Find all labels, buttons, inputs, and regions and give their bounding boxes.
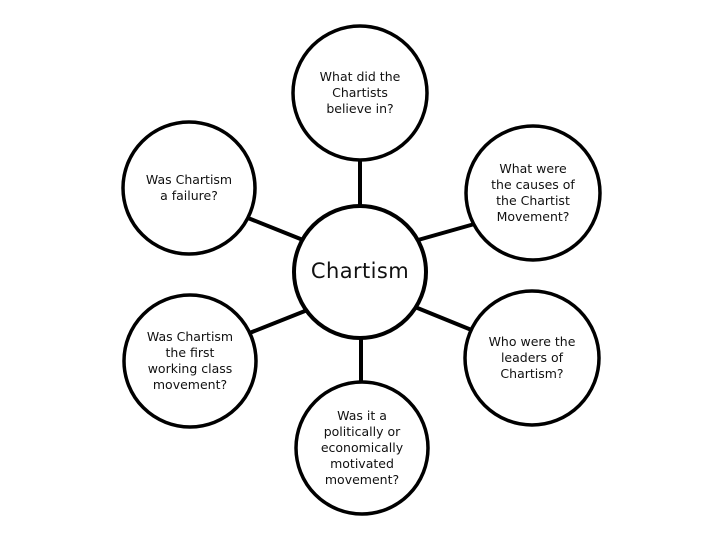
label-line: Was it a (337, 408, 387, 423)
center-circle[interactable] (292, 204, 428, 340)
connector-line (414, 305, 475, 333)
topic-circle[interactable] (464, 124, 602, 262)
topic-circle[interactable] (122, 293, 258, 429)
connector-line (246, 307, 311, 336)
label-line: What did the (320, 69, 401, 84)
label-line: motivated (330, 456, 394, 471)
label-line: Movement? (497, 209, 570, 224)
label-line: movement? (153, 377, 227, 392)
connector-line (417, 221, 479, 242)
label-line: Chartism (311, 259, 409, 283)
topic-circle[interactable] (463, 289, 601, 427)
label-line: working class (148, 361, 233, 376)
label-line: Chartists (332, 85, 388, 100)
label-line: politically or (324, 424, 401, 439)
label-line: Who were the (489, 334, 576, 349)
label-line: the Chartist (496, 193, 570, 208)
label-line: Was Chartism (146, 172, 232, 187)
label-line: Chartism? (500, 366, 563, 381)
label-line: believe in? (326, 101, 393, 116)
label-line: What were (499, 161, 567, 176)
topic-circle[interactable] (291, 24, 429, 162)
label-line: movement? (325, 472, 399, 487)
connector-line (242, 214, 304, 242)
label-line: a failure? (160, 188, 218, 203)
label-line: leaders of (501, 350, 564, 365)
label-line: the causes of (491, 177, 575, 192)
center-label: Chartism (311, 259, 409, 283)
topic-circle[interactable] (294, 380, 430, 516)
center-node[interactable]: Chartism (292, 204, 428, 340)
label-line: the first (166, 345, 215, 360)
connector-layer (242, 152, 479, 392)
label-line: Was Chartism (147, 329, 233, 344)
label-line: economically (321, 440, 404, 455)
topic-circle[interactable] (121, 120, 257, 256)
